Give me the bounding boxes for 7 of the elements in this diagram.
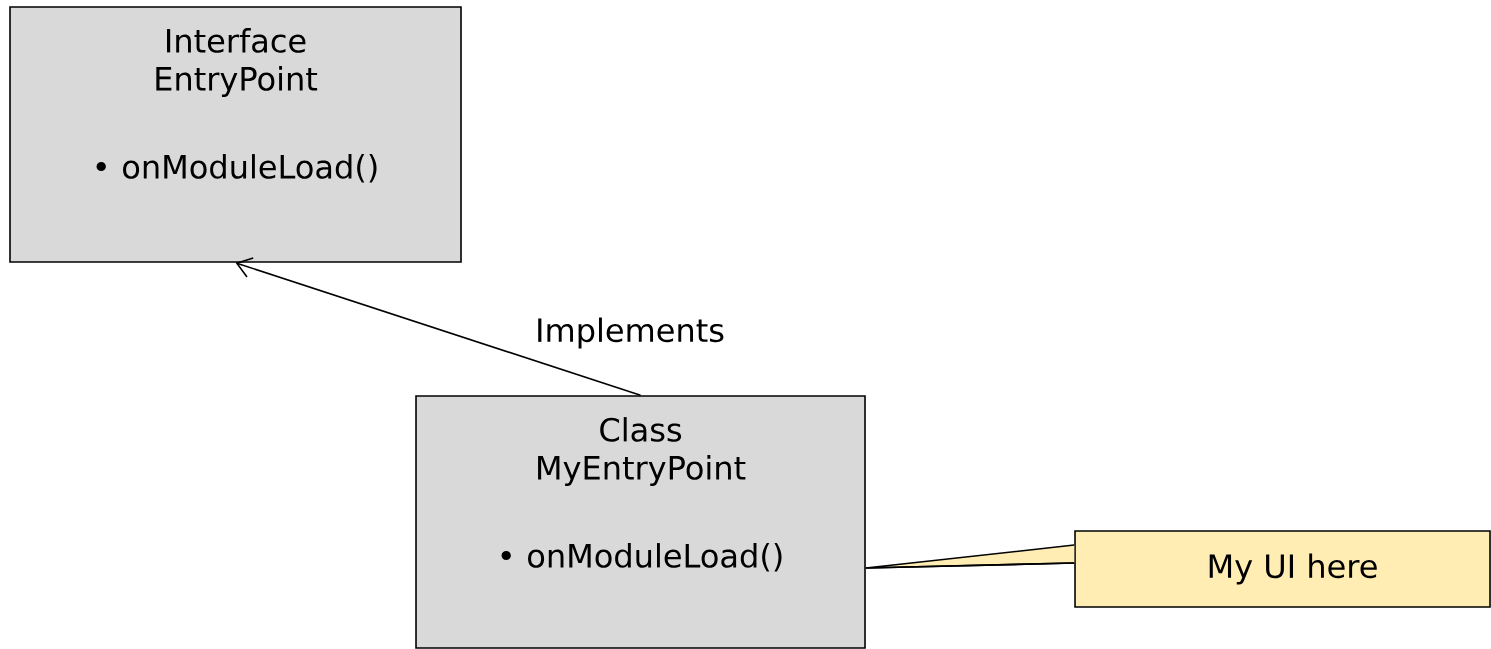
edge-label: Implements — [533, 315, 727, 351]
class-name: Interface EntryPoint — [156, 28, 318, 98]
arrow — [235, 257, 642, 396]
class-name: Class MyEntryPoint — [538, 417, 746, 487]
method-name: • onModuleLoad() — [96, 154, 377, 183]
callout-text: My UI here — [1209, 553, 1377, 585]
method-name: • onModuleLoad() — [501, 543, 782, 572]
